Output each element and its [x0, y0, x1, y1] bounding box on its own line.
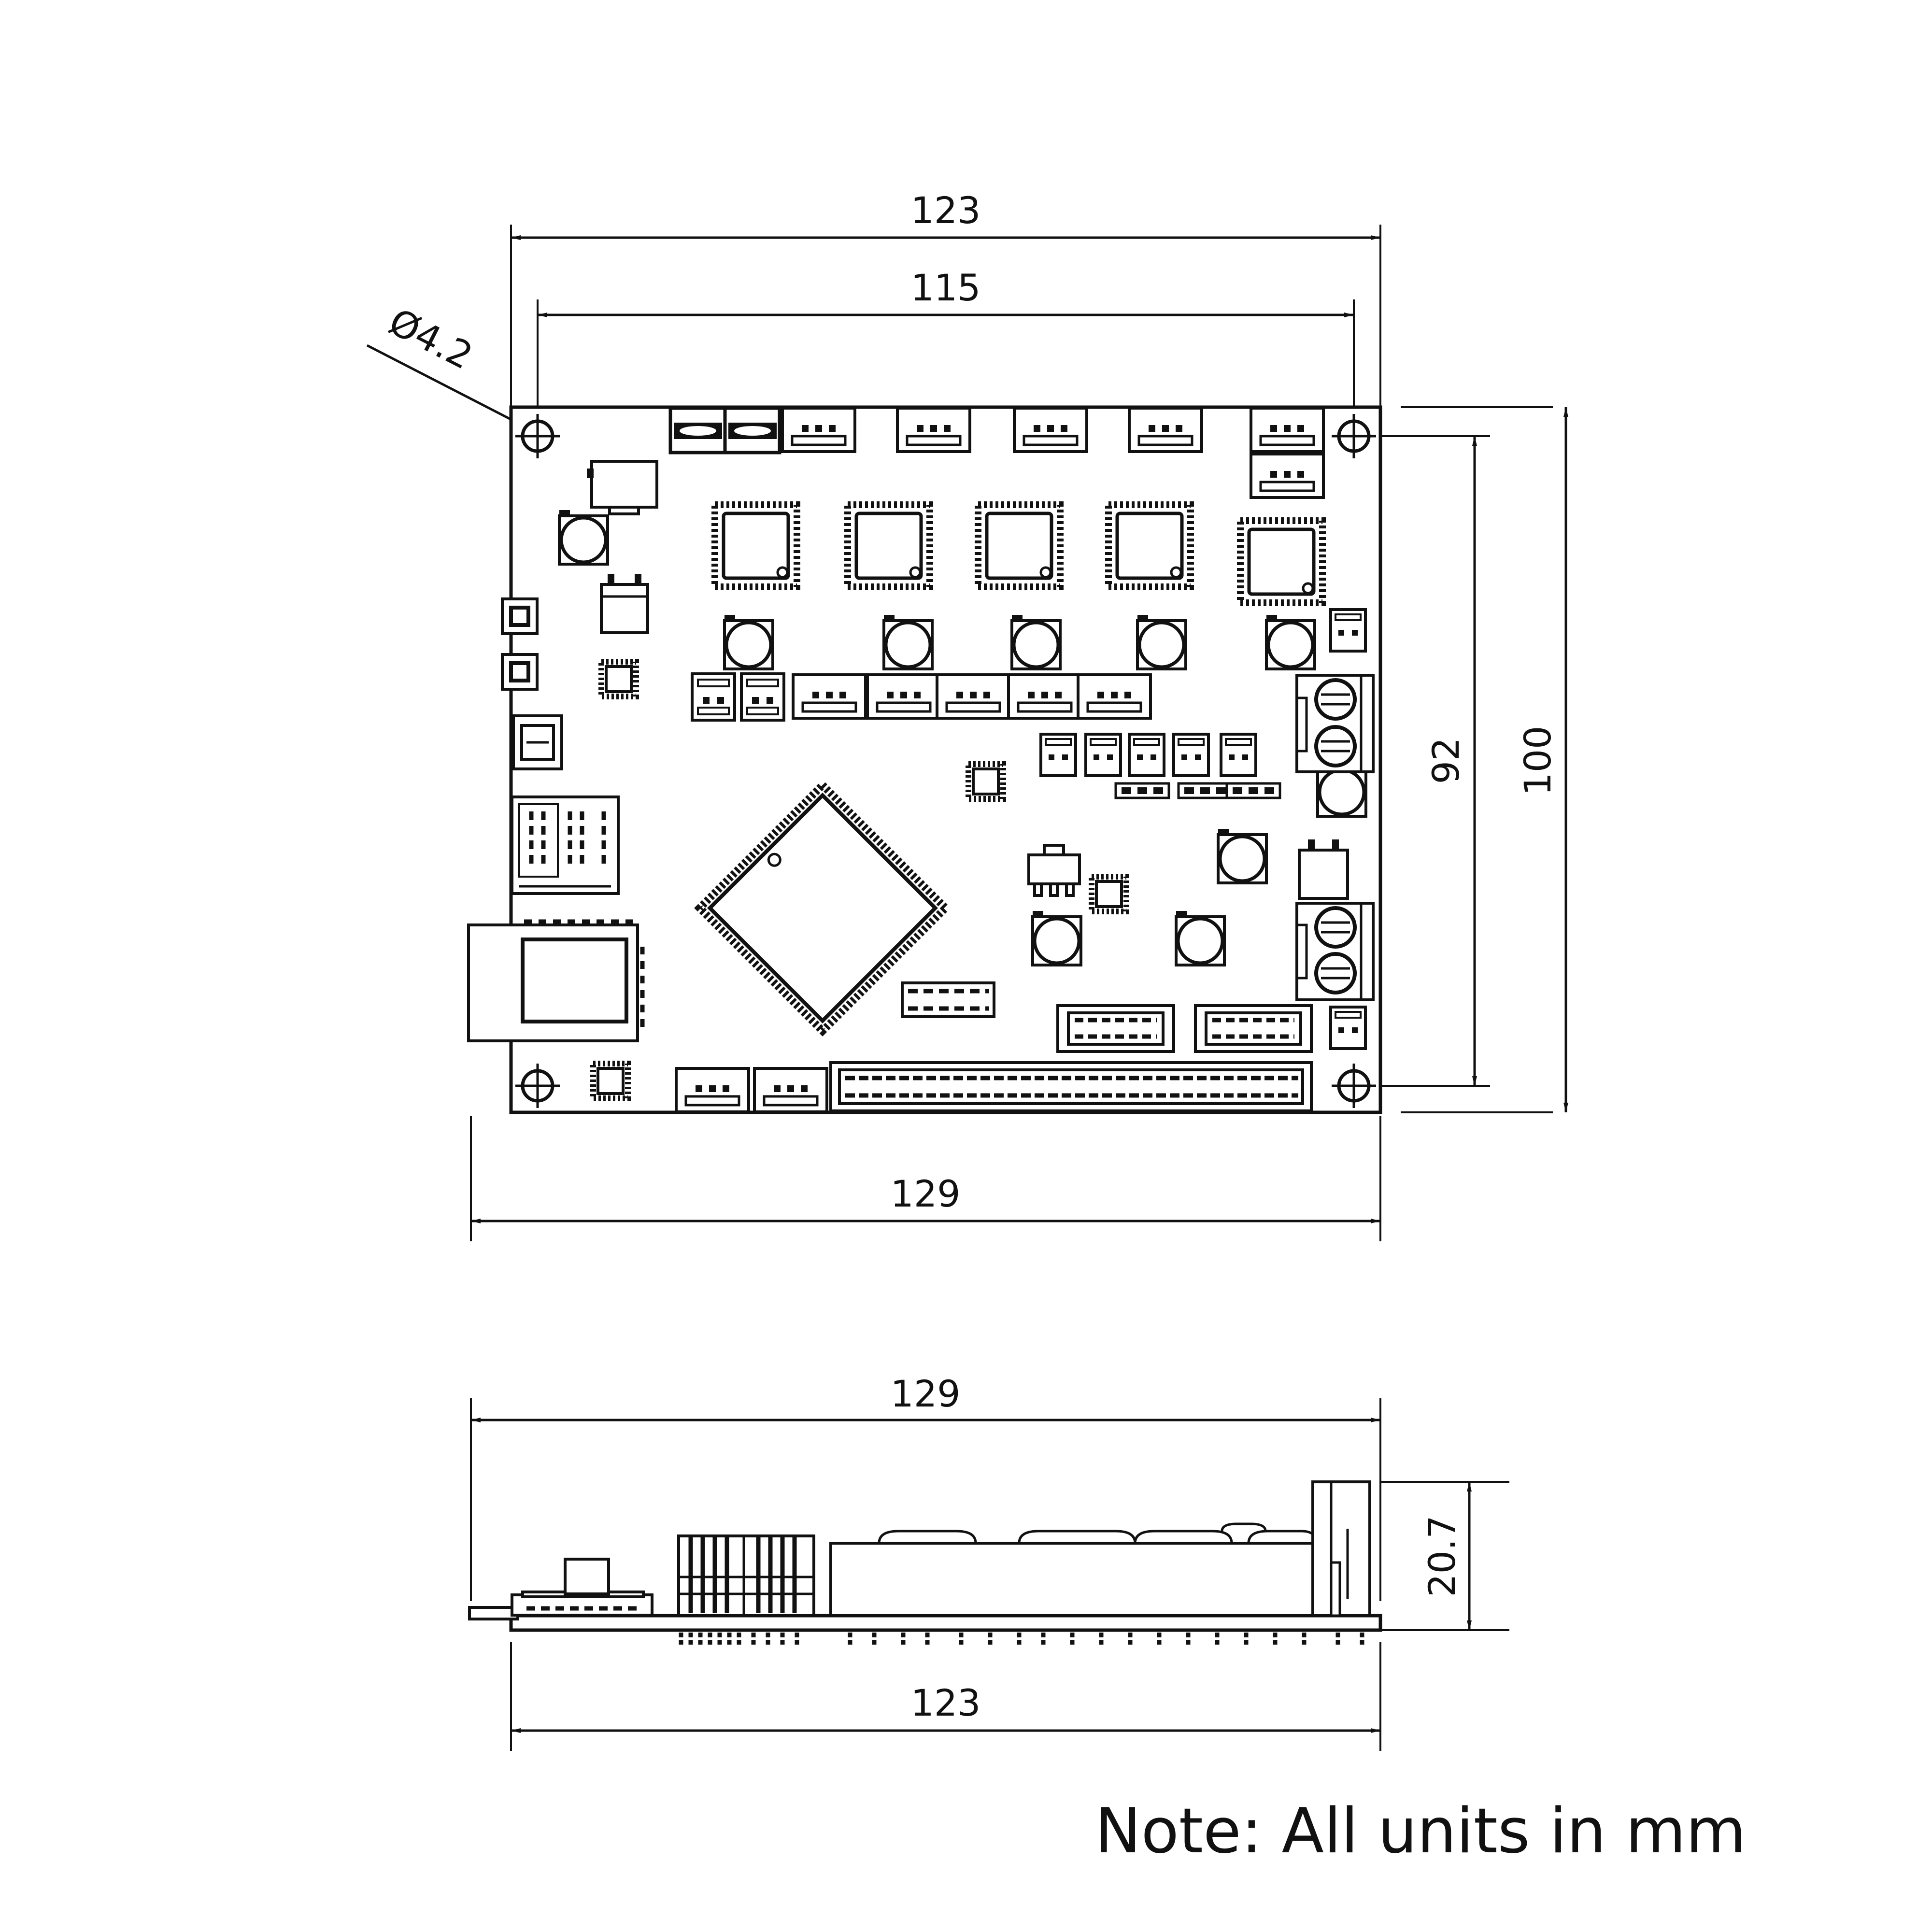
dim-hole-spacing-x: 115 [910, 266, 980, 309]
stepper-driver-1 [715, 505, 797, 587]
dim-side-board-width: 123 [910, 1681, 980, 1724]
transistor [1027, 844, 1081, 897]
dim-overall-height: 100 [1516, 725, 1559, 796]
connector-bottom-2 [754, 1068, 827, 1112]
side-pcb [509, 1614, 1382, 1632]
side-view: 129 20.7 123 [468, 1372, 1509, 1751]
capacitor [1012, 615, 1060, 669]
small-connector [1129, 734, 1164, 776]
small-connector [1221, 734, 1256, 776]
heater-terminal [1295, 902, 1375, 1001]
capacitor [1033, 911, 1081, 965]
connector-top-6 [1251, 454, 1323, 497]
connector-top-5 [1251, 408, 1323, 452]
wifi-module [467, 919, 645, 1042]
main-mcu [694, 780, 951, 1037]
fan-connector [1331, 1007, 1365, 1049]
small-ic [1092, 877, 1126, 911]
side-driver-row [829, 1522, 1318, 1617]
usb-port [512, 714, 563, 770]
capacitor [1176, 911, 1224, 965]
side-terminal [1311, 1480, 1371, 1617]
capacitor [1137, 615, 1186, 669]
dim-width-incl-usb: 129 [890, 1172, 960, 1215]
capacitor [1218, 829, 1266, 883]
voltage-regulator [600, 574, 649, 634]
small-connector [1041, 734, 1076, 776]
stepper-driver-4 [1108, 505, 1191, 587]
reset-button [501, 597, 539, 635]
sd-card-slot [511, 796, 620, 895]
exp-header-2 [1194, 1004, 1313, 1053]
endstop-connector [937, 675, 1009, 718]
capacitor [1266, 615, 1315, 669]
capacitor [559, 510, 608, 564]
side-solder-pins [679, 1633, 1364, 1645]
voltage-regulator [1298, 839, 1349, 900]
pin-header-small [901, 981, 995, 1018]
capacitor [884, 615, 932, 669]
endstop-connector [793, 675, 866, 718]
dim-hole-spacing-y: 92 [1424, 738, 1467, 784]
power-terminal [1295, 674, 1375, 773]
side-header-stack [677, 1534, 815, 1617]
stepper-driver-5 [1240, 521, 1322, 603]
connector-top-3 [1014, 408, 1087, 452]
small-ic [968, 764, 1003, 799]
dim-overall-width: 123 [910, 189, 980, 232]
boot-button [501, 653, 539, 691]
endstop-connector [1009, 675, 1081, 718]
resistor-array [1116, 783, 1169, 798]
gpio-header [829, 1061, 1313, 1112]
endstop-connector [692, 674, 735, 720]
top-view: 123 115 Ø4.2 129 92 100 [366, 189, 1568, 1241]
capacitor [724, 615, 773, 669]
endstop-connector [867, 675, 940, 718]
small-connector [1174, 734, 1208, 776]
endstop-connector [741, 674, 784, 720]
fan-connector [1331, 610, 1365, 651]
connector-bottom-1 [676, 1068, 749, 1112]
stepper-driver-2 [848, 505, 930, 587]
screw-terminal-top [668, 406, 781, 455]
units-note: Note: All units in mm [1095, 1795, 1746, 1867]
small-connector [1086, 734, 1121, 776]
stepper-driver-3 [978, 505, 1060, 587]
connector-top-1 [782, 408, 855, 452]
resistor-array [1179, 783, 1232, 798]
dim-component-height: 20.7 [1421, 1515, 1463, 1597]
resistor-array [1227, 783, 1280, 798]
connector-top-4 [1129, 408, 1202, 452]
small-ic [601, 662, 636, 696]
voltage-regulator [587, 460, 658, 515]
connector-top-2 [897, 408, 970, 452]
small-ic [593, 1064, 628, 1098]
side-wifi-module [511, 1558, 653, 1617]
dim-side-width-incl-usb: 129 [890, 1372, 960, 1415]
dim-hole-diameter: Ø4.2 [382, 300, 479, 378]
exp-header-1 [1056, 1004, 1175, 1053]
endstop-connector [1078, 675, 1151, 718]
